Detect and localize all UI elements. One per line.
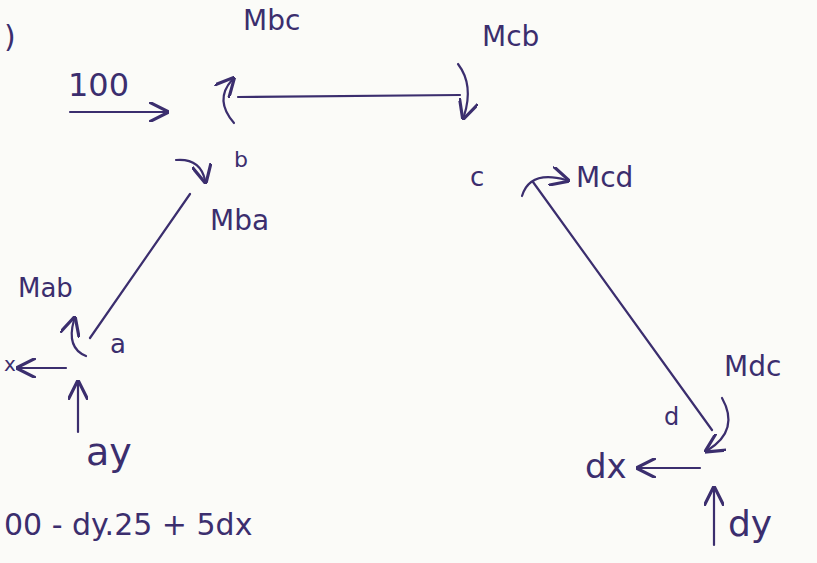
force-label: dx — [585, 448, 627, 485]
force-label: x — [4, 353, 16, 375]
moment-arrow — [176, 160, 205, 180]
force-label: Mab — [18, 274, 73, 303]
force-label: Mdc — [724, 352, 781, 383]
force-label: b — [234, 148, 248, 172]
moment-arrow — [708, 398, 728, 450]
force-label: c — [470, 163, 484, 192]
force-label: Mba — [210, 206, 269, 237]
column-cd — [533, 182, 712, 430]
beam-bc — [238, 95, 460, 97]
equation-text: 00 - dy.25 + 5dx — [4, 508, 252, 541]
force-label: ) — [4, 20, 16, 53]
force-label: 100 — [68, 68, 129, 103]
reaction-arrow — [640, 467, 700, 469]
reaction-arrow — [77, 384, 79, 432]
force-label: a — [110, 330, 126, 359]
force-label: dy — [728, 504, 772, 544]
load-arrow — [70, 111, 165, 113]
force-label: Mbc — [243, 6, 300, 37]
force-label: Mcd — [576, 163, 633, 194]
reaction-arrow — [713, 490, 715, 545]
column-ab — [90, 194, 190, 338]
moment-arrow — [522, 177, 566, 196]
force-label: Mcb — [482, 22, 539, 53]
moment-arrow — [223, 80, 234, 123]
force-label: ay — [86, 432, 132, 474]
moment-arrow — [72, 320, 86, 356]
force-label: d — [664, 404, 679, 430]
reaction-arrow — [20, 367, 66, 369]
moment-arrow — [458, 64, 468, 116]
